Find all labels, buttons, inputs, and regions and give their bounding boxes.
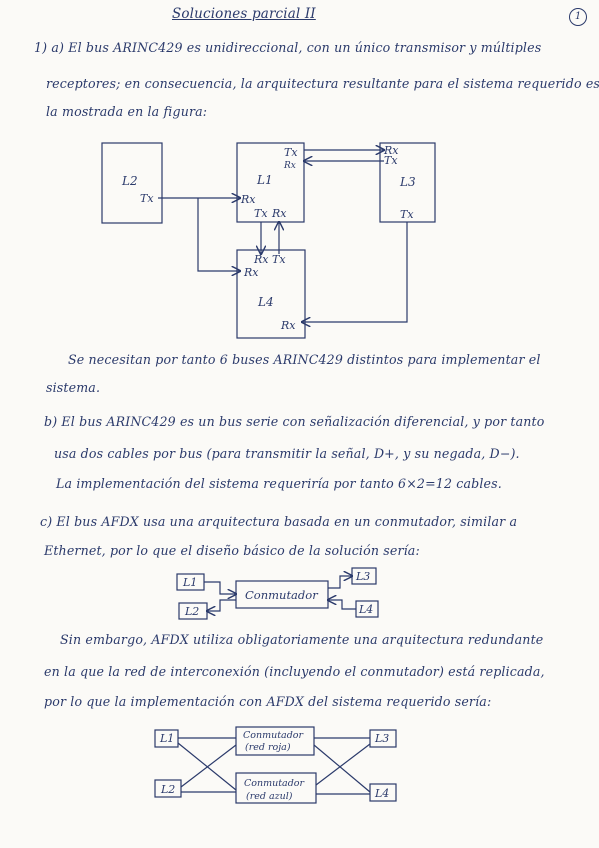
paragraph-1c-line-5: por lo que la implementación con AFDX de… (44, 694, 492, 709)
afdx-red-l4-box (369, 783, 397, 802)
paragraph-1c-line-2: Ethernet, por lo que el diseño básico de… (44, 543, 420, 558)
afdx-red-switch-red-l2: (red roja) (245, 742, 291, 753)
l4-rx-top: Rx (253, 253, 269, 266)
afdx-basic-diagram (176, 567, 379, 620)
afdx-basic-l3: L3 (355, 570, 370, 583)
paragraph-1a-line-2: receptores; en consecuencia, la arquitec… (46, 76, 599, 91)
box-l2 (101, 142, 163, 224)
page-title: Soluciones parcial II (172, 6, 316, 22)
paragraph-1a-conclusion-line-2: sistema. (46, 380, 101, 395)
paragraph-1c-line-4: en la que la red de interconexión (inclu… (44, 664, 545, 679)
paragraph-1c-line-3: Sin embargo, AFDX utiliza obligatoriamen… (60, 632, 544, 647)
l1-rx-left: Rx (240, 193, 256, 206)
bus-l2-l4 (197, 198, 240, 271)
l3-name: L3 (399, 175, 416, 189)
bus-l3-l4 (302, 222, 408, 322)
afdx-red-switch-red-box (235, 726, 315, 756)
afdx-red-switch-blue-box (235, 772, 317, 804)
paragraph-1a-line-1: 1) a) El bus ARINC429 es unidireccional,… (34, 40, 542, 55)
paragraph-1b-line-2: usa dos cables por bus (para transmitir … (54, 446, 520, 461)
l1-tx-top: Tx (284, 146, 298, 159)
l1-name: L1 (256, 173, 273, 187)
afdx-red-switch-blue-l1: Conmutador (244, 778, 306, 789)
l2-name: L2 (121, 174, 138, 188)
l4-tx-top: Tx (272, 253, 286, 266)
afdx-red-switch-blue-l2: (red azul) (246, 791, 293, 802)
paragraph-1c-line-1: c) El bus AFDX usa una arquitectura basa… (40, 514, 518, 529)
afdx-red-l1: L1 (159, 732, 174, 745)
l1-rx-top: Rx (283, 161, 296, 171)
afdx-red-l4: L4 (374, 787, 389, 800)
afdx-red-l2: L2 (160, 783, 175, 796)
l1-tx-bottom: Tx (254, 207, 268, 220)
afdx-red-switch-red-l1: Conmutador (243, 730, 305, 741)
l4-rx-bottom: Rx (280, 319, 296, 332)
box-l1 (236, 142, 305, 223)
l1-rx-bottom: Rx (271, 207, 287, 220)
paragraph-1a-conclusion-line-1: Se necesitan por tanto 6 buses ARINC429 … (68, 352, 541, 367)
afdx-basic-l4: L4 (358, 603, 373, 616)
paragraph-1a-line-3: la mostrada en la figura: (46, 104, 208, 119)
box-l4 (236, 249, 306, 339)
afdx-basic-switch: Conmutador (245, 588, 319, 602)
afdx-red-l3: L3 (374, 732, 389, 745)
paragraph-1b-line-3: La implementación del sistema requeriría… (56, 476, 502, 491)
afdx-basic-l1: L1 (182, 576, 197, 589)
afdx-redundant-diagram (154, 726, 397, 804)
afdx-red-l2-box (154, 779, 182, 798)
afdx-basic-l2: L2 (184, 605, 199, 618)
page-number: 1 (569, 8, 587, 26)
l3-rx: Rx (383, 144, 399, 157)
l3-tx: Tx (400, 208, 414, 221)
paragraph-1b-line-1: b) El bus ARINC429 es un bus serie con s… (44, 414, 545, 429)
l2-tx: Tx (140, 192, 154, 205)
l4-name: L4 (257, 295, 274, 309)
l4-rx-left: Rx (243, 266, 259, 279)
l3-tx-top: Tx (384, 154, 398, 167)
